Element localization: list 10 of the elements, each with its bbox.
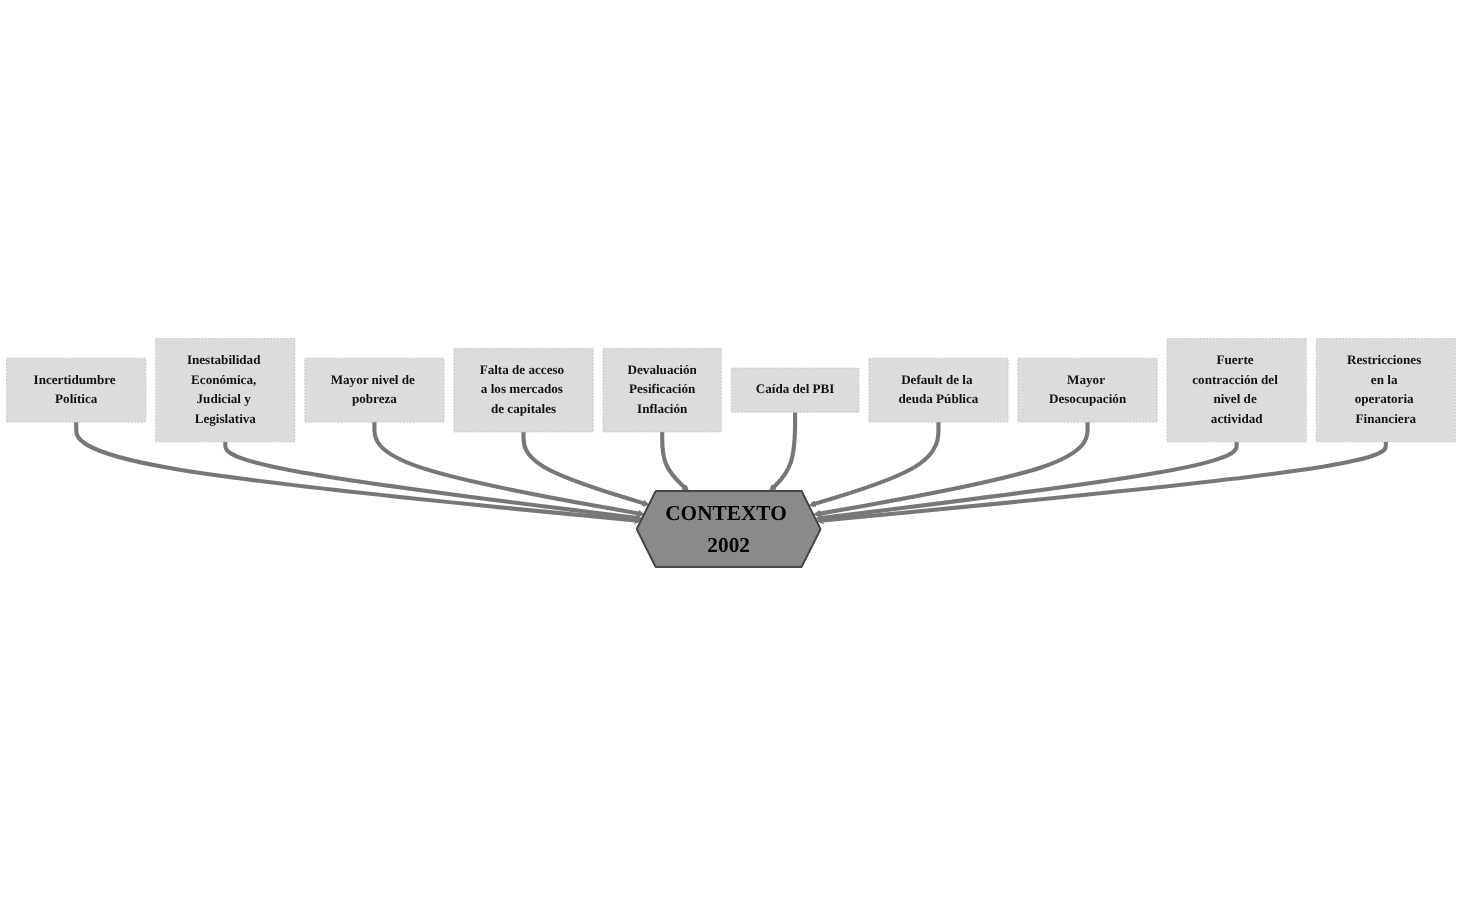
arrow (815, 440, 1239, 521)
arrow (372, 421, 645, 517)
arrow (816, 440, 1388, 524)
arrow (769, 411, 798, 491)
arrow (74, 421, 642, 524)
arrow (813, 421, 1090, 517)
arrow (223, 440, 643, 521)
arrow (660, 431, 689, 491)
arrow (521, 431, 650, 506)
arrow (808, 421, 941, 507)
